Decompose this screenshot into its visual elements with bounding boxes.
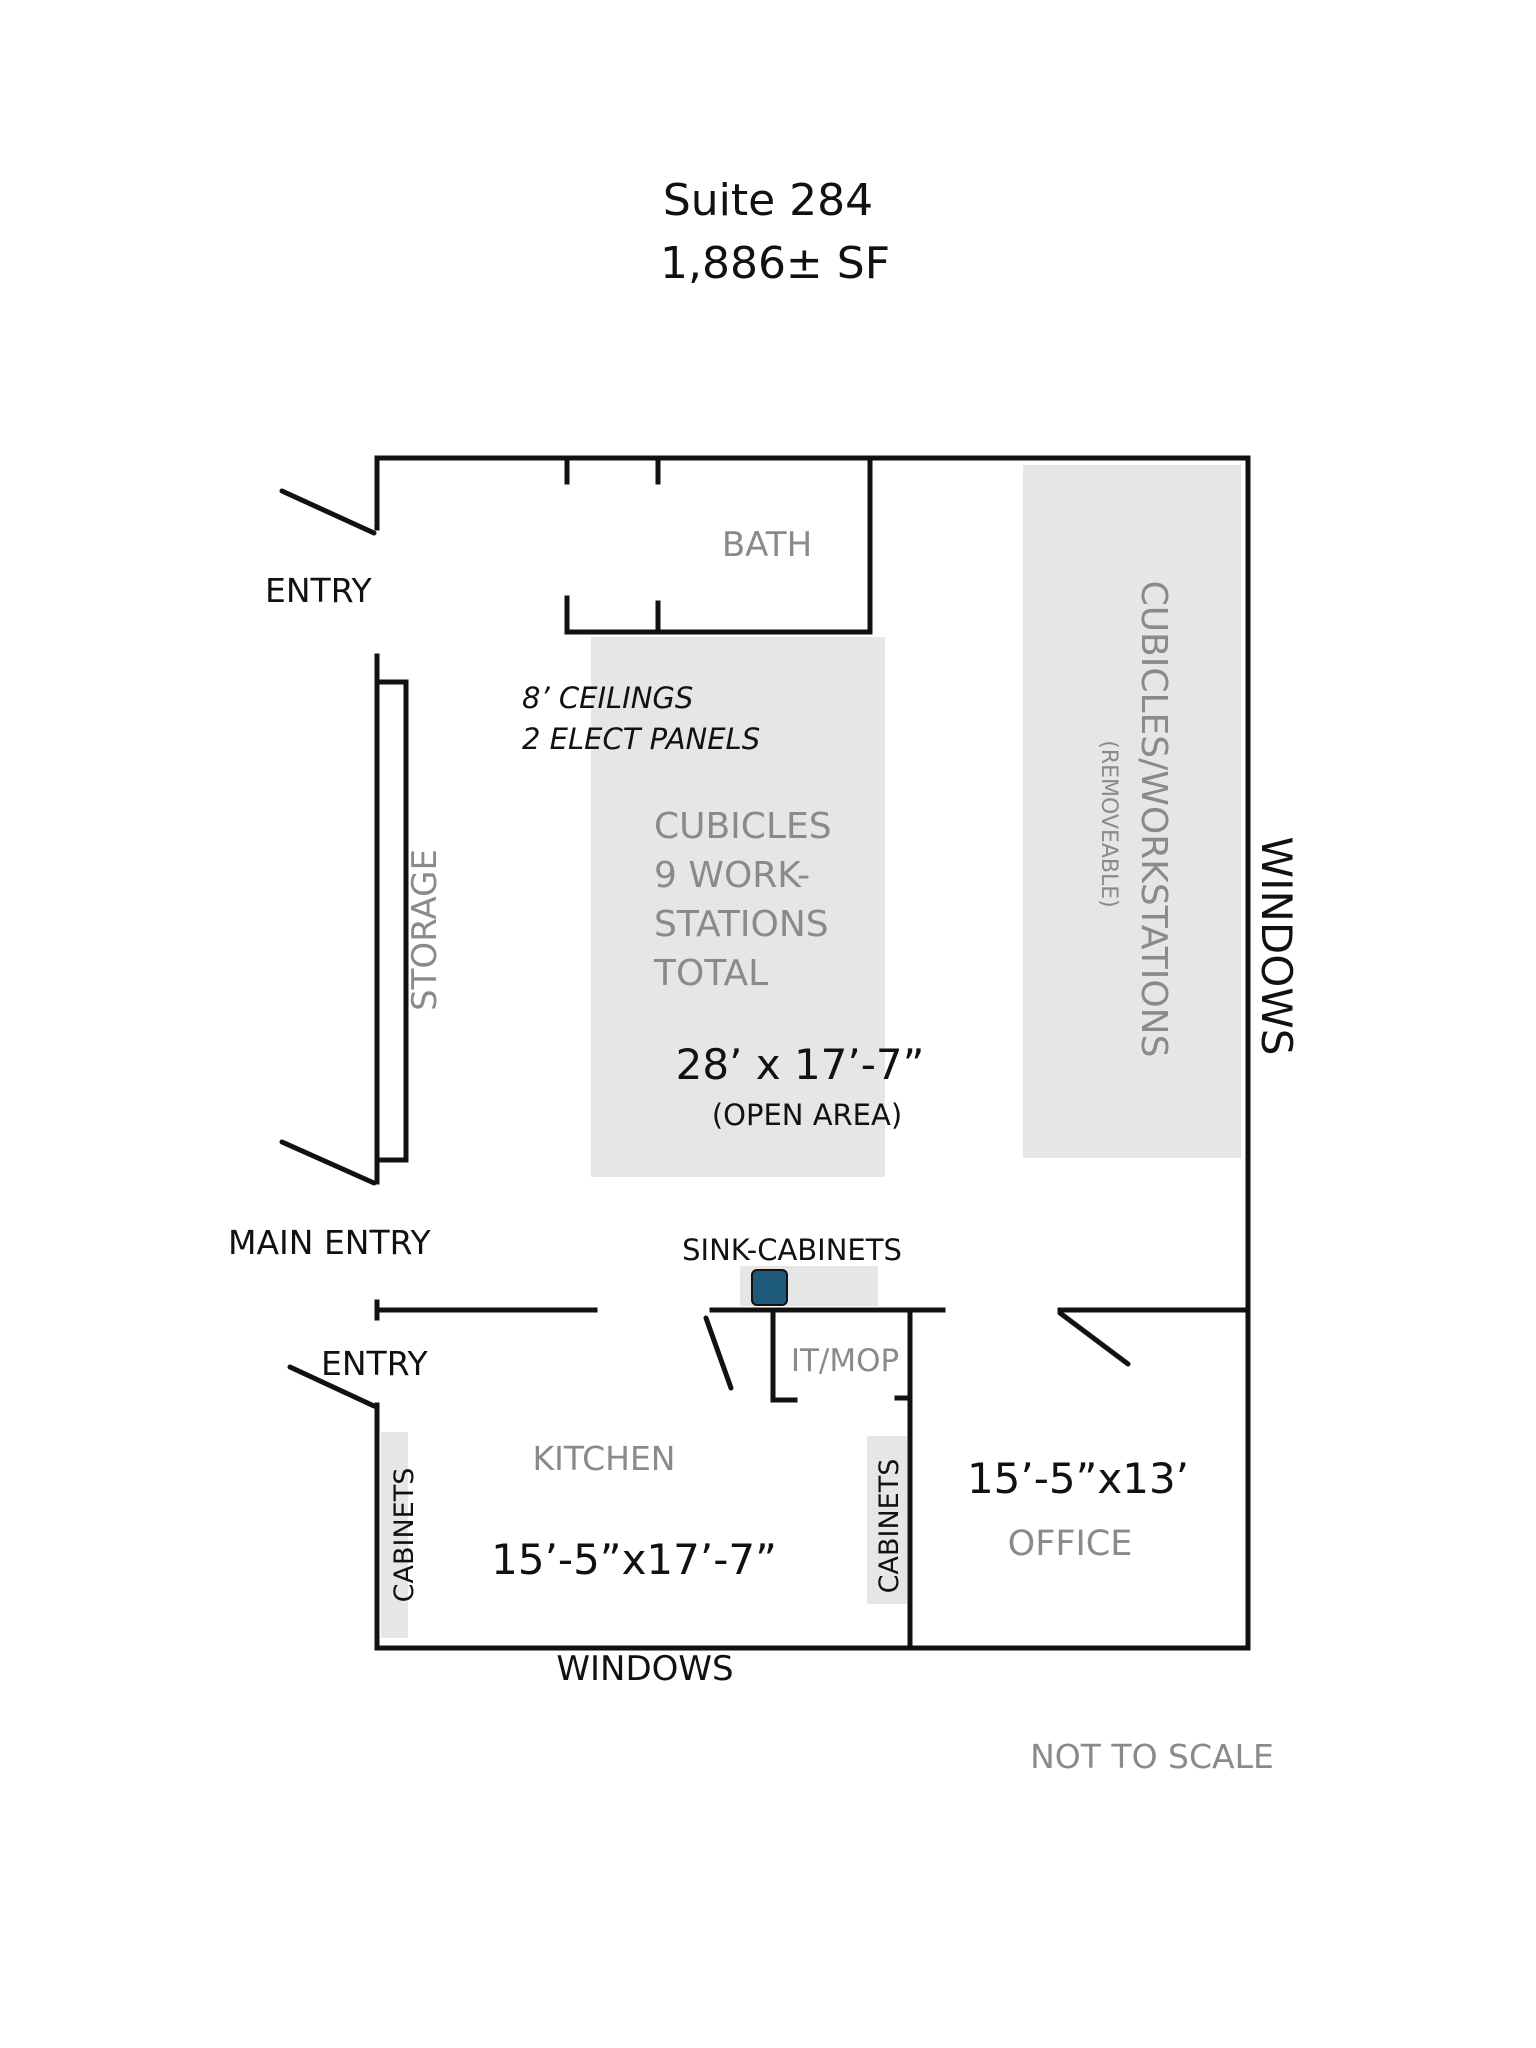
cabinets-left-label: CABINETS — [389, 1468, 420, 1603]
door-office — [1057, 1310, 1131, 1367]
cabinets-right-label: CABINETS — [874, 1459, 905, 1594]
suite-title: Suite 284 — [663, 175, 873, 226]
office-label: OFFICE — [1008, 1524, 1133, 1564]
storage-closet — [374, 679, 409, 1163]
panels-note: 2 ELECT PANELS — [522, 722, 760, 756]
bath-wall — [564, 455, 873, 635]
door-kitchen — [703, 1315, 734, 1391]
sink-icon — [751, 1269, 788, 1306]
windows-right-label: WINDOWS — [1252, 837, 1301, 1056]
entry-bottom-label: ENTRY — [321, 1344, 429, 1383]
not-to-scale-label: NOT TO SCALE — [1030, 1737, 1274, 1776]
cubicles-area — [591, 637, 885, 1177]
entry-top-label: ENTRY — [265, 571, 373, 610]
kitchen-dims: 15’-5”x17’-7” — [491, 1535, 777, 1584]
cabinets-left-counter — [381, 1432, 408, 1638]
door-main-entry — [279, 1139, 377, 1186]
cubicles-line1: CUBICLES — [654, 806, 832, 847]
cubicles-line3: STATIONS — [654, 904, 829, 945]
it-mop-wall — [770, 1307, 798, 1403]
open-area-dims: 28’ x 17’-7” — [676, 1040, 925, 1089]
open-area-label: (OPEN AREA) — [712, 1098, 902, 1132]
cubicles-workstations-label: CUBICLES/WORKSTATIONS — [1133, 581, 1174, 1058]
ceilings-note: 8’ CEILINGS — [522, 681, 693, 715]
door-entry-top — [279, 488, 377, 536]
door-entry-bottom — [287, 1364, 377, 1409]
windows-bottom-label: WINDOWS — [556, 1649, 733, 1689]
cubicles-line4: TOTAL — [653, 953, 768, 994]
office-dims: 15’-5”x13’ — [967, 1454, 1189, 1503]
wall-left-top — [374, 455, 1251, 1651]
cubicles-workstations-area — [1023, 465, 1241, 1158]
it-mop-label: IT/MOP — [791, 1343, 899, 1379]
bath-label: BATH — [722, 525, 812, 565]
main-entry-label: MAIN ENTRY — [228, 1223, 431, 1262]
suite-area: 1,886± SF — [660, 238, 890, 289]
kitchen-label: KITCHEN — [533, 1439, 676, 1478]
removeable-label: (REMOVEABLE) — [1096, 740, 1121, 908]
storage-label: STORAGE — [405, 849, 445, 1011]
sink-cabinets-label: SINK-CABINETS — [682, 1233, 902, 1267]
cabinets-right-counter — [867, 1436, 907, 1604]
cubicles-line2: 9 WORK- — [654, 855, 810, 896]
